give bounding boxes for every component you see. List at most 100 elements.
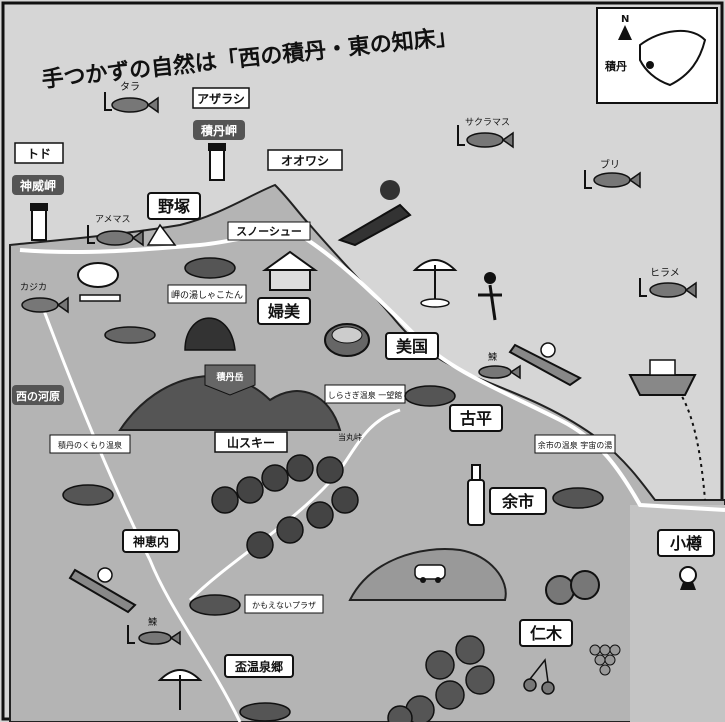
- fish-icon-amemasu: アメマス: [87, 215, 144, 247]
- svg-text:アザラシ: アザラシ: [197, 92, 245, 106]
- kayak-icon: [508, 342, 582, 387]
- svg-text:積丹岬: 積丹岬: [200, 123, 237, 138]
- cape-label-nishinokawa: 西の河原: [12, 385, 64, 405]
- sushi-bowl-icon: [324, 323, 370, 357]
- svg-text:婦美: 婦美: [267, 302, 301, 321]
- fish-icon-nishin: 鰊: [478, 351, 521, 380]
- town-label-bikuni: 婦美: [257, 297, 311, 325]
- spot-label-pass: 当丸峠: [338, 432, 362, 442]
- svg-text:スノーシュー: スノーシュー: [236, 225, 302, 238]
- svg-text:積丹岳: 積丹岳: [215, 371, 243, 383]
- north-arrow-icon: N: [618, 14, 632, 40]
- lighthouse-icon: [208, 143, 226, 181]
- svg-text:余市の温泉 宇宙の湯: 余市の温泉 宇宙の湯: [538, 440, 613, 450]
- coastal-road: [19, 229, 725, 512]
- spot-label-snowshoe: スノーシュー: [227, 221, 311, 241]
- svg-text:仁木: 仁木: [530, 624, 563, 643]
- svg-text:オオワシ: オオワシ: [281, 154, 329, 168]
- umbrella-icon: [412, 259, 458, 308]
- umbrella-icon: [157, 669, 203, 710]
- house-icon: [261, 250, 319, 291]
- bottle-icon: [467, 464, 485, 526]
- svg-text:N: N: [621, 14, 629, 25]
- car-icon: [414, 564, 446, 583]
- spot-label-mount: 積丹岳: [204, 364, 256, 396]
- fish-icon-tara: タラ: [104, 81, 159, 114]
- apple-icon: [545, 570, 600, 605]
- town-label-nozuka: 野塚: [147, 192, 201, 220]
- grape-icon: [589, 644, 621, 676]
- ship-icon: [628, 359, 697, 396]
- fish-icon-kajika: カジカ: [20, 282, 69, 314]
- svg-text:アメマス: アメマス: [95, 215, 131, 225]
- town-label-furubira: 古平: [449, 404, 503, 432]
- town-label-otaru: 小樽: [657, 529, 715, 557]
- inset-map: 積丹 N: [596, 7, 718, 104]
- svg-text:山スキー: 山スキー: [227, 435, 275, 450]
- onsen-icon: [239, 702, 291, 722]
- mountain-road: [188, 408, 401, 602]
- town-label-niki: 仁木: [519, 619, 573, 647]
- svg-text:しらさぎ温泉 一望館: しらさぎ温泉 一望館: [328, 390, 403, 400]
- cherry-icon: [523, 658, 555, 695]
- person-icon: [679, 566, 697, 590]
- onsen-icon: [184, 257, 236, 279]
- onsen-icon: [552, 487, 604, 509]
- svg-text:神威岬: 神威岬: [20, 178, 56, 193]
- spot-label-yamaski: 山スキー: [214, 431, 288, 453]
- inset-place-label: 積丹: [604, 59, 627, 73]
- svg-text:ヒラメ: ヒラメ: [650, 267, 680, 279]
- forest-cluster-center: [211, 454, 359, 559]
- svg-text:岬の湯しゃこたん: 岬の湯しゃこたん: [171, 290, 243, 301]
- town-label-yoichi: 余市: [489, 487, 547, 515]
- svg-text:西の河原: 西の河原: [16, 389, 60, 403]
- dark-hill: [118, 375, 342, 431]
- svg-text:鰊: 鰊: [488, 351, 497, 363]
- svg-text:タラ: タラ: [120, 81, 140, 93]
- fish-icon-nishin-south: 鰊: [127, 616, 181, 646]
- spot-label-kaigan-onsen: しらさぎ温泉 一望館: [324, 384, 406, 404]
- label-azarashi: アザラシ: [192, 87, 250, 109]
- svg-text:当丸峠: 当丸峠: [338, 432, 362, 442]
- onsen-icon: [62, 484, 114, 506]
- spot-label-onsen-right: 余市の温泉 宇宙の湯: [534, 434, 616, 454]
- svg-text:盃温泉郷: 盃温泉郷: [235, 659, 283, 674]
- label-todo: トド: [14, 142, 64, 164]
- svg-text:カジカ: カジカ: [20, 282, 47, 293]
- svg-text:サクラマス: サクラマス: [465, 117, 510, 128]
- svg-text:ブリ: ブリ: [600, 158, 620, 171]
- svg-text:鰊: 鰊: [148, 616, 157, 628]
- town-label-kamoenai: 神恵内: [122, 529, 180, 553]
- town-label-bikuni2: 美国: [385, 332, 439, 360]
- boat-icon: [337, 180, 412, 247]
- svg-text:野塚: 野塚: [158, 197, 190, 216]
- svg-text:トド: トド: [27, 147, 51, 161]
- label-oowashi: オオワシ: [267, 149, 343, 171]
- spot-label-sea-plaza: かもえないプラザ: [244, 594, 324, 614]
- lighthouse-icon: [30, 203, 48, 241]
- skier-icon: [478, 272, 502, 321]
- cape-label-kamui: 神威岬: [12, 175, 64, 195]
- svg-text:積丹のくもり温泉: 積丹のくもり温泉: [58, 440, 122, 450]
- svg-text:美国: 美国: [396, 337, 428, 356]
- onsen-icon: [189, 594, 241, 616]
- cape-label-shakotan: 積丹岬: [193, 120, 245, 140]
- hokkaido-outline: [639, 29, 707, 87]
- onsen-icon: [404, 385, 456, 407]
- svg-text:神恵内: 神恵内: [133, 534, 169, 549]
- spot-label-iwaya: 岬の湯しゃこたん: [167, 284, 247, 304]
- fish-icon-hirame: ヒラメ: [639, 267, 697, 299]
- spot-label-onsen-left: 積丹のくもり温泉: [49, 434, 131, 454]
- fish-icon-buri: ブリ: [584, 158, 641, 189]
- onsen-bowl-icon: [77, 262, 121, 302]
- fish-icon-sakuramasu: サクラマス: [457, 117, 514, 149]
- kayak-icon: [68, 567, 137, 614]
- svg-text:余市: 余市: [501, 492, 534, 511]
- tent-icon: [146, 223, 177, 246]
- seal-icon: [104, 326, 156, 344]
- forest-cluster-south: [387, 635, 495, 722]
- rock-icon: [184, 317, 236, 351]
- shakotan-marker: [646, 61, 654, 69]
- svg-text:かもえないプラザ: かもえないプラザ: [252, 601, 316, 610]
